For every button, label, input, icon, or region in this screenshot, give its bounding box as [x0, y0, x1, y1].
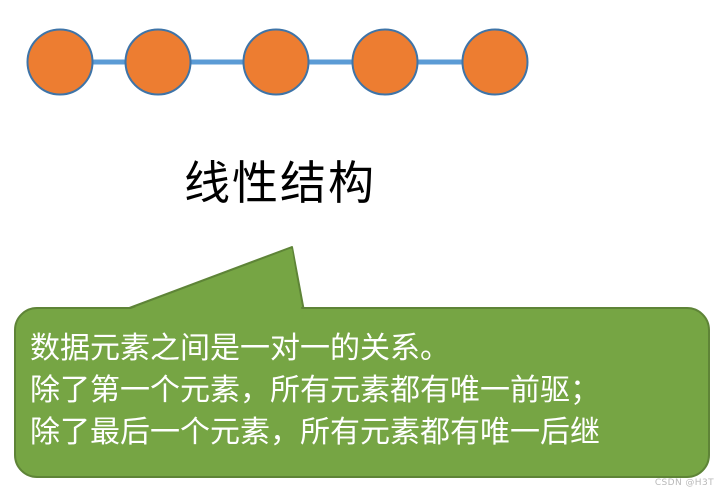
callout-shape	[14, 246, 710, 478]
callout-line-1: 数据元素之间是一对一的关系。	[30, 332, 450, 365]
linear-structure-chain	[0, 0, 724, 140]
callout-bubble: 数据元素之间是一对一的关系。 除了第一个元素，所有元素都有唯一前驱； 除了最后一…	[0, 240, 724, 493]
page-title: 线性结构	[184, 158, 376, 209]
callout-line-2: 除了第一个元素，所有元素都有唯一前驱；	[30, 374, 600, 407]
chain-node-3[interactable]	[242, 28, 310, 96]
callout-text-block: 数据元素之间是一对一的关系。 除了第一个元素，所有元素都有唯一前驱； 除了最后一…	[30, 328, 702, 454]
chain-node-2[interactable]	[124, 28, 192, 96]
csdn-watermark: CSDN @H3T	[654, 478, 714, 488]
chain-svg	[26, 28, 529, 96]
callout-tail-seam-fill	[128, 249, 304, 326]
chain-node-1[interactable]	[26, 28, 94, 96]
chain-node-4[interactable]	[351, 28, 419, 96]
callout-line-3: 除了最后一个元素，所有元素都有唯一后继	[30, 416, 600, 449]
chain-nodes	[26, 28, 529, 96]
callout-body	[14, 307, 710, 478]
chain-node-5[interactable]	[461, 28, 529, 96]
